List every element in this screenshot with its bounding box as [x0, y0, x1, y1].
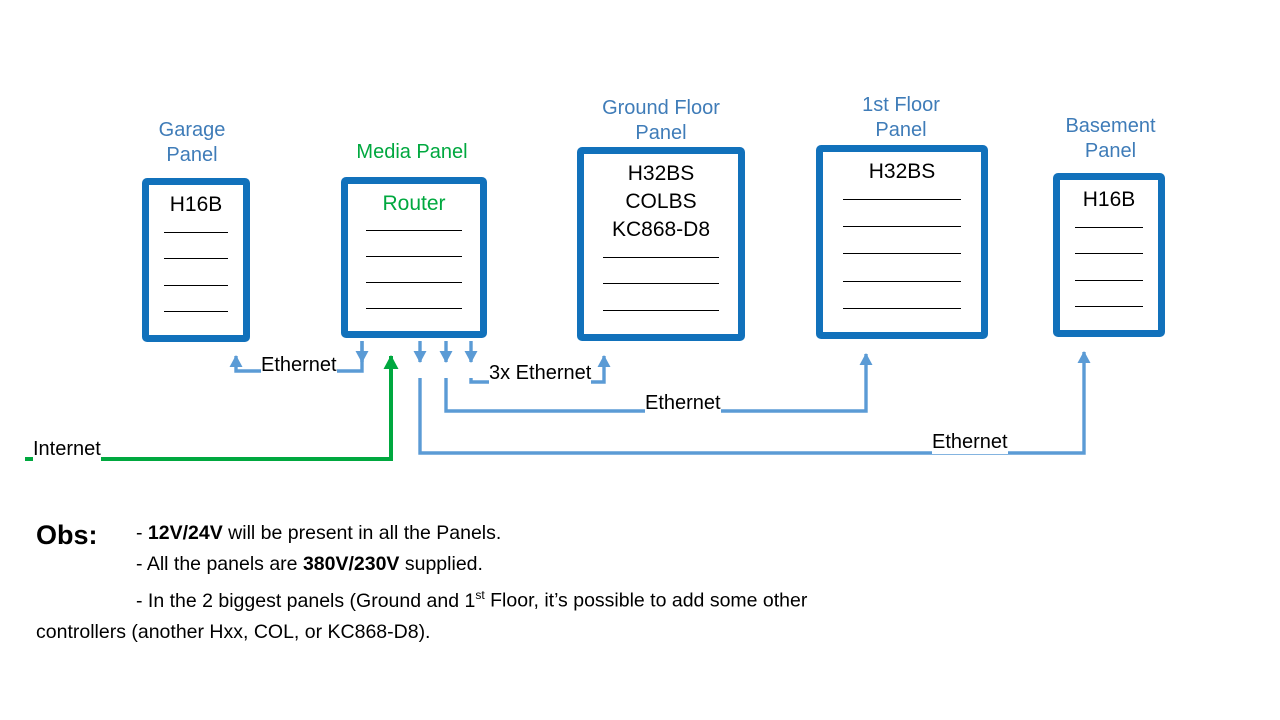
rule-stack-first-floor [833, 186, 971, 324]
device-label-ground-floor-2: KC868-D8 [611, 218, 711, 241]
panel-inner-basement: H16B [1070, 186, 1148, 322]
notes-line-2-prefix: - All the panels are [136, 553, 303, 575]
notes-line-3-a: - In the 2 biggest panels (Ground and 1 [136, 589, 476, 612]
panel-box-ground-floor[interactable]: H32BS COLBS KC868-D8 [577, 147, 745, 341]
panel-rule [842, 280, 962, 282]
panel-inner-first-floor: H32BS [833, 158, 971, 324]
notes-line-1-rest: will be present in all the Panels. [222, 522, 502, 544]
panel-box-garage[interactable]: H16B [142, 178, 250, 342]
wire-media-to-basement [418, 351, 1091, 455]
panel-box-media[interactable]: Router [341, 177, 487, 338]
panel-rule [842, 307, 962, 309]
rule-stack-ground-floor [594, 244, 728, 326]
notes-line-3-top: - In the 2 biggest panels (Ground and 1s… [36, 580, 1036, 617]
device-label-garage-0: H16B [169, 193, 223, 216]
panel-rule [1075, 306, 1143, 308]
notes-line-1-prefix: - [136, 522, 148, 544]
panel-rule [1075, 253, 1143, 255]
notes-line-3-bottom: controllers (another Hxx, COL, or KC868-… [36, 620, 431, 643]
notes-heading: Obs: [36, 520, 98, 550]
panel-inner-garage: H16B [159, 191, 233, 327]
device-label-first-floor-0: H32BS [868, 160, 936, 183]
panel-rule [365, 281, 463, 283]
wire-internet-to-media [25, 355, 399, 461]
notes-line-3: - In the 2 biggest panels (Ground and 1s… [36, 580, 1036, 648]
rule-stack-basement [1070, 214, 1148, 322]
panel-inner-media: Router [358, 190, 470, 323]
notes-line-1: - 12V/24V will be present in all the Pan… [136, 518, 1036, 549]
panel-rule [603, 256, 719, 258]
notes-line-3-b: Floor, it’s possible to add some other [484, 589, 808, 612]
notes-line-2: - All the panels are 380V/230V supplied. [136, 549, 1036, 580]
panel-rule [842, 226, 962, 228]
notes-line-1-bold: 12V/24V [147, 522, 223, 544]
panel-rule [842, 253, 962, 255]
panel-rule [365, 230, 463, 232]
panel-box-basement[interactable]: H16B [1053, 173, 1165, 337]
rule-stack-garage [159, 219, 233, 327]
panel-rule [365, 256, 463, 258]
panel-rule [1075, 226, 1143, 228]
panel-box-first-floor[interactable]: H32BS [816, 145, 988, 339]
panel-inner-ground-floor: H32BS COLBS KC868-D8 [594, 160, 728, 326]
wire-media-to-garage [229, 341, 364, 373]
device-label-ground-floor-1: COLBS [625, 190, 697, 213]
notes-line-3-sup: st [475, 588, 485, 602]
panel-rule [365, 307, 463, 309]
panel-rule [164, 311, 228, 313]
panel-rule [603, 283, 719, 285]
notes-block: Obs: - 12V/24V will be present in all th… [36, 518, 1036, 648]
device-label-media-0: Router [382, 192, 446, 215]
wire-media-to-ground-floor [469, 355, 611, 384]
notes-line-2-rest: supplied. [399, 553, 483, 575]
rule-stack-media [358, 218, 470, 323]
device-label-basement-0: H16B [1082, 188, 1136, 211]
panel-rule [842, 199, 962, 201]
notes-lines: - 12V/24V will be present in all the Pan… [136, 518, 1036, 580]
device-label-ground-floor-0: H32BS [627, 162, 695, 185]
panel-rule [164, 231, 228, 233]
panel-rule [164, 258, 228, 260]
panel-rule [603, 310, 719, 312]
panel-rule [1075, 279, 1143, 281]
panel-rule [164, 284, 228, 286]
notes-line-2-bold: 380V/230V [302, 553, 400, 575]
